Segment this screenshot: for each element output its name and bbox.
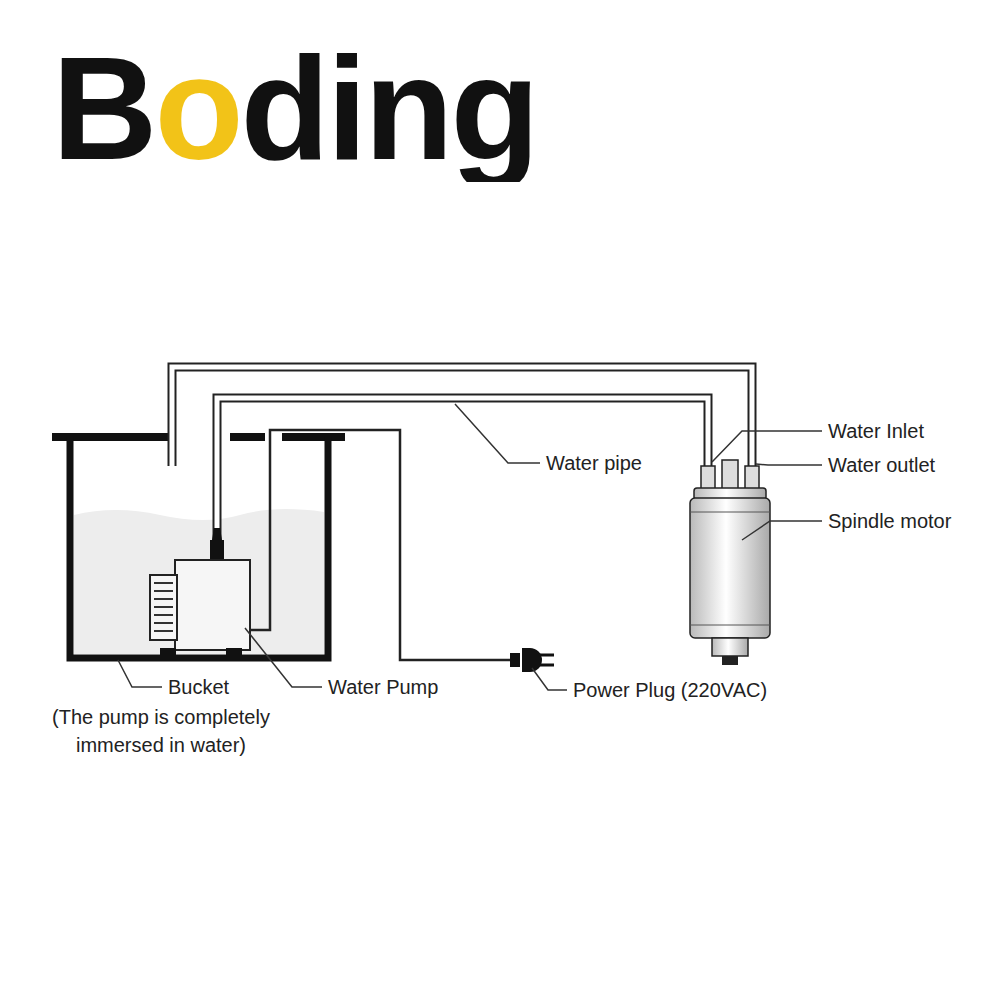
pump-body: [175, 560, 250, 650]
cable-fitting: [722, 460, 738, 492]
water-pump: [150, 528, 250, 657]
leader-line: [532, 668, 567, 690]
leader-line: [245, 628, 322, 687]
pump-foot: [160, 648, 176, 657]
leader-line: [712, 431, 822, 462]
pump-foot: [226, 648, 242, 657]
fin-line: [154, 630, 173, 632]
fin-line: [154, 606, 173, 608]
leader-line: [118, 660, 162, 687]
power-cord: [250, 430, 512, 660]
fin-line: [154, 582, 173, 584]
plug-prongs: [540, 655, 554, 665]
bucket-rim: [282, 433, 345, 441]
fin-line: [154, 598, 173, 600]
fin-line: [154, 590, 173, 592]
part-label: Water Pump: [328, 675, 438, 699]
leader-line: [455, 404, 540, 463]
spindle-body: [690, 498, 770, 638]
leader-line: [756, 464, 822, 465]
part-label: Water Inlet: [828, 419, 924, 443]
spindle-motor: [690, 460, 770, 665]
pump-nozzle-tip: [212, 528, 222, 540]
water-pipe-inner: [217, 398, 708, 538]
pump-fins: [150, 575, 177, 640]
bucket-rim: [230, 433, 265, 441]
part-label: Water pipe: [546, 451, 642, 475]
fin-line: [154, 614, 173, 616]
water-pipe: [172, 367, 752, 470]
leader-line: [742, 521, 822, 540]
bucket: [70, 437, 328, 658]
part-label: Water outlet: [828, 453, 935, 477]
pump-fin-lines: [154, 583, 173, 631]
spindle-nose: [712, 638, 748, 656]
water-pipe: [217, 398, 708, 540]
fin-line: [154, 622, 173, 624]
pump-nozzle: [210, 540, 224, 562]
part-label: Power Plug (220VAC): [573, 678, 767, 702]
part-label: Bucket: [168, 675, 229, 699]
water: [74, 509, 324, 654]
spindle-collet: [722, 656, 738, 665]
leader-lines: [118, 404, 822, 690]
water-pipe-inner: [172, 367, 752, 472]
part-label: Spindle motor: [828, 509, 951, 533]
note-text: (The pump is completely immersed in wate…: [34, 703, 288, 759]
brand-logo: Boding: [52, 36, 537, 182]
plug-sleeve: [510, 653, 520, 667]
